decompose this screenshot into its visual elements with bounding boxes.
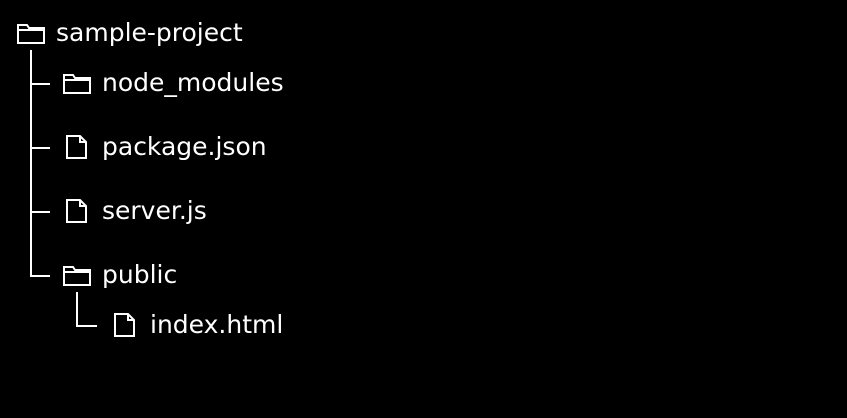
tree-node-node-modules[interactable]: node_modules bbox=[62, 66, 284, 100]
tree-node-label: node_modules bbox=[102, 68, 284, 97]
tree-node-public[interactable]: public bbox=[62, 258, 177, 292]
file-icon bbox=[62, 133, 90, 161]
tree-node-label: server.js bbox=[102, 196, 207, 225]
tree-node-label: sample-project bbox=[56, 18, 243, 47]
tree-node-index-html[interactable]: index.html bbox=[110, 308, 283, 342]
file-icon bbox=[110, 311, 138, 339]
tree-node-label: public bbox=[102, 260, 178, 289]
tree-node-root[interactable]: sample-project bbox=[16, 16, 243, 50]
folder-icon bbox=[62, 69, 91, 97]
tree-node-package-json[interactable]: package.json bbox=[62, 130, 267, 164]
tree-node-label: index.html bbox=[150, 310, 284, 339]
tree-node-label: package.json bbox=[102, 132, 267, 161]
tree-node-server-js[interactable]: server.js bbox=[62, 194, 207, 228]
folder-icon bbox=[16, 19, 45, 47]
file-icon bbox=[62, 197, 90, 225]
folder-icon bbox=[62, 261, 91, 289]
